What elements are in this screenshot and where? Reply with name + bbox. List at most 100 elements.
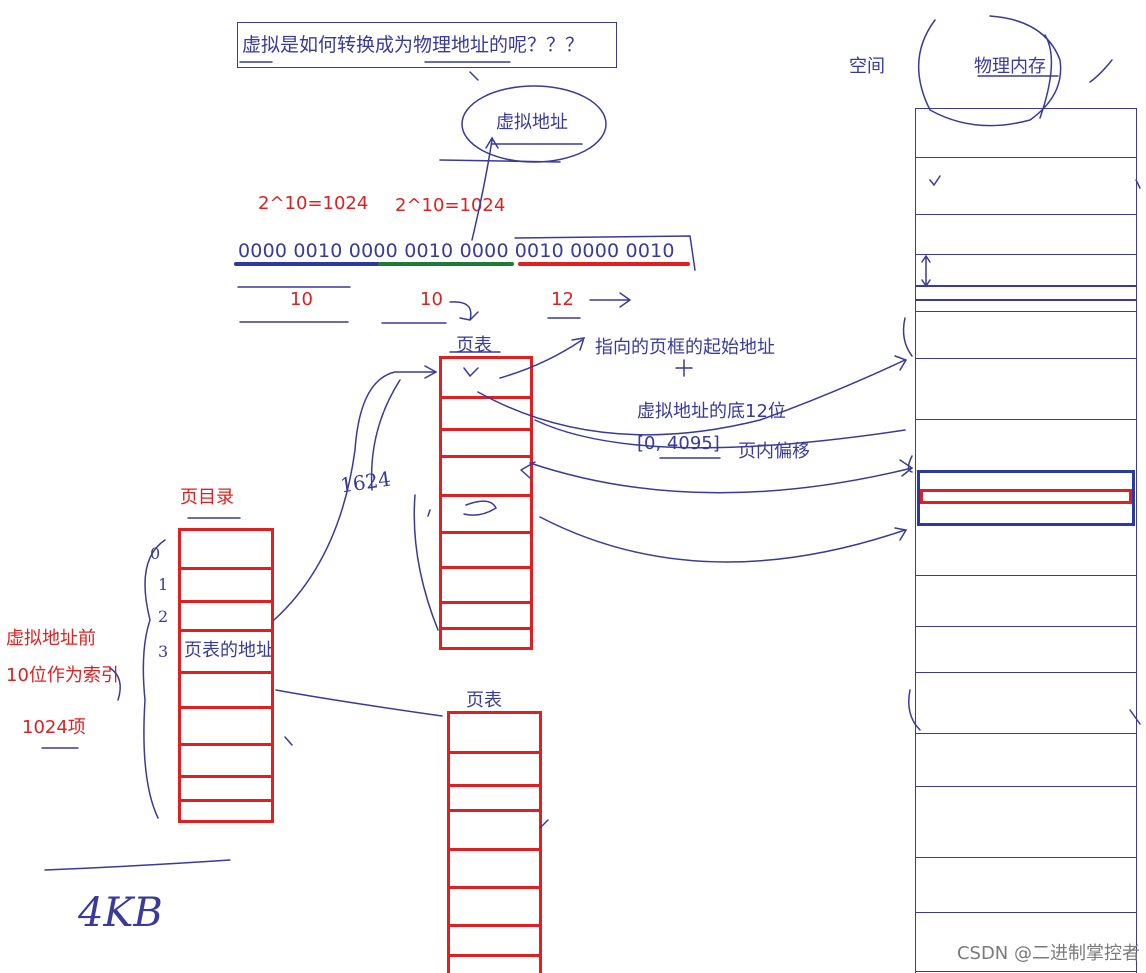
question-text: 虚拟是如何转换成为物理地址的呢？？？ bbox=[242, 34, 585, 56]
scribble bbox=[463, 500, 497, 516]
page-table-row bbox=[442, 396, 530, 399]
page-directory-row bbox=[181, 629, 271, 632]
memory-frame bbox=[915, 672, 1137, 734]
page-table-bottom-box bbox=[447, 711, 542, 973]
brace bbox=[907, 455, 913, 473]
watermark: CSDN @二进制掌控者 bbox=[956, 943, 1140, 964]
page-directory-row bbox=[181, 799, 271, 802]
page-table-row bbox=[442, 601, 530, 604]
brace bbox=[109, 667, 121, 701]
bits-segment-3: 0010 0000 0010 bbox=[514, 240, 675, 262]
memory-frame bbox=[915, 786, 1137, 858]
brace bbox=[413, 494, 439, 631]
page-directory-row bbox=[181, 775, 271, 778]
memory-frame bbox=[915, 286, 1137, 300]
physical-memory-column bbox=[915, 108, 1137, 973]
page-table-row bbox=[450, 848, 539, 851]
entries-label: 1024项 bbox=[22, 717, 86, 738]
page-directory-box bbox=[178, 528, 274, 823]
mapping-arrow bbox=[529, 459, 914, 494]
check-mark bbox=[929, 175, 941, 187]
page-table-row bbox=[442, 531, 530, 534]
power-left: 2^10=1024 bbox=[258, 193, 369, 214]
tick-mark bbox=[427, 509, 431, 517]
memory-frame bbox=[915, 157, 1137, 215]
page-table-row bbox=[450, 924, 539, 927]
arrow-right bbox=[589, 292, 632, 308]
memory-frame bbox=[915, 575, 1137, 627]
memory-frame bbox=[915, 300, 1137, 312]
index-note-line2: 10位作为索引 bbox=[6, 665, 119, 686]
memory-loop bbox=[917, 15, 1062, 127]
memory-frame bbox=[915, 912, 1137, 972]
bits-segment-1: 0000 0010 00 bbox=[238, 240, 374, 262]
tick-mark bbox=[1129, 709, 1141, 725]
range-label: [0, 4095] bbox=[637, 433, 720, 454]
check-mark bbox=[463, 367, 479, 378]
arrow bbox=[499, 337, 586, 379]
index-3: 3 bbox=[158, 642, 169, 661]
brace bbox=[370, 379, 401, 491]
page-table-address-label: 页表的地址 bbox=[184, 640, 274, 661]
frame-start-label: 指向的页框的起始地址 bbox=[595, 337, 775, 358]
page-directory-row bbox=[181, 743, 271, 746]
target-page-frame bbox=[917, 470, 1135, 526]
page-table-row bbox=[442, 455, 530, 458]
index-2: 2 bbox=[158, 607, 169, 626]
underline bbox=[44, 859, 231, 871]
page-table-row bbox=[450, 954, 539, 957]
arrow-head bbox=[485, 136, 499, 149]
mapping-arrow bbox=[477, 355, 908, 436]
tick-mark bbox=[539, 819, 549, 829]
page-table-row bbox=[442, 627, 530, 630]
page-table-row bbox=[450, 751, 539, 754]
bits-bracket bbox=[514, 235, 696, 271]
arrow-line bbox=[471, 139, 493, 241]
page-directory-row bbox=[181, 600, 271, 603]
target-byte-highlight bbox=[920, 489, 1132, 504]
power-right: 2^10=1024 bbox=[395, 195, 506, 216]
mapping-arrow bbox=[539, 516, 908, 563]
brace bbox=[908, 689, 921, 731]
index-note-line1: 虚拟地址前 bbox=[6, 628, 96, 649]
split-b: 10 bbox=[420, 289, 443, 310]
virtual-address-bubble bbox=[461, 85, 607, 163]
page-directory-row bbox=[181, 671, 271, 674]
bits-segment-2: 00 0010 0000 bbox=[373, 240, 509, 262]
split-c: 12 bbox=[551, 289, 574, 310]
arrow-head bbox=[520, 461, 536, 479]
plus-mark bbox=[675, 359, 693, 377]
tick-mark bbox=[469, 71, 479, 81]
arrow-down bbox=[449, 301, 479, 321]
memory-frame bbox=[915, 358, 1137, 420]
size-4kb-handwritten: 4KB bbox=[78, 890, 163, 936]
arrow-head bbox=[424, 365, 438, 379]
page-table-row bbox=[442, 428, 530, 431]
page-table-row bbox=[442, 494, 530, 497]
tick-mark bbox=[1135, 179, 1141, 189]
page-table-label-top: 页表 bbox=[456, 335, 492, 356]
memory-loop bbox=[1089, 59, 1113, 83]
index-0: 0 bbox=[150, 544, 161, 563]
question-box: 虚拟是如何转换成为物理地址的呢？？？ bbox=[237, 22, 617, 68]
brace bbox=[142, 539, 166, 819]
mapping-arrow bbox=[534, 419, 906, 449]
page-directory-row bbox=[181, 567, 271, 570]
memory-loop bbox=[1039, 34, 1053, 119]
low12-label: 虚拟地址的底12位 bbox=[637, 401, 786, 422]
physical-memory-label: 物理内存 bbox=[974, 56, 1046, 77]
pointer-arrow bbox=[273, 371, 436, 621]
page-table-top-box bbox=[439, 356, 533, 650]
page-table-row bbox=[450, 784, 539, 787]
space-label: 空间 bbox=[849, 56, 885, 77]
index-1: 1 bbox=[158, 575, 169, 594]
tick-mark bbox=[284, 736, 293, 746]
split-a: 10 bbox=[290, 289, 313, 310]
brace bbox=[902, 317, 913, 357]
page-table-label-bottom: 页表 bbox=[466, 690, 502, 711]
underline bbox=[439, 159, 561, 163]
page-table-row bbox=[450, 809, 539, 812]
page-table-row bbox=[442, 566, 530, 569]
